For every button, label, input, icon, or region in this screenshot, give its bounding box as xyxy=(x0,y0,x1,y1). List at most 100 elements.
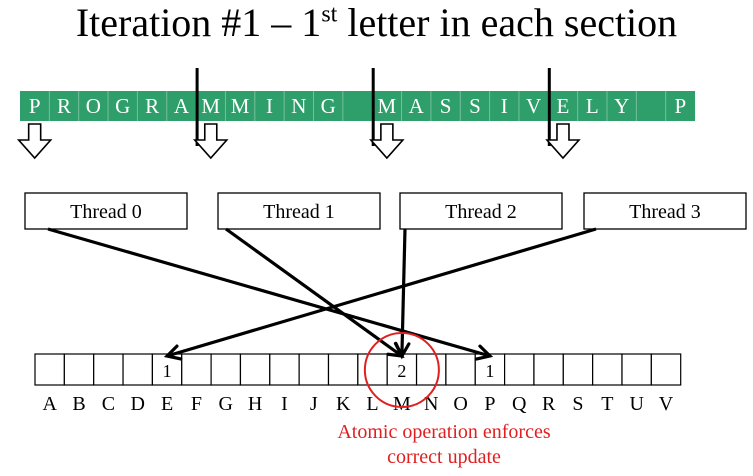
down-arrow xyxy=(545,123,581,160)
histogram-bin xyxy=(592,353,623,386)
bin-letter: T xyxy=(601,393,613,415)
histogram-bin xyxy=(210,353,242,386)
bin-count: 1 xyxy=(163,361,172,381)
thread-arrow-head xyxy=(163,344,183,361)
section-dividers xyxy=(195,68,551,146)
strip-letter: Y xyxy=(614,94,629,118)
bin-letter: N xyxy=(424,393,438,415)
bin-letter: M xyxy=(393,393,411,415)
annotation-line: Atomic operation enforces xyxy=(337,421,550,443)
histogram-bin xyxy=(181,353,212,386)
thread-arrow-shaft xyxy=(225,227,403,358)
bin-letter: V xyxy=(659,393,674,415)
histogram-bin xyxy=(122,353,154,386)
bin-letter: L xyxy=(366,393,378,415)
thread-arrow-shaft xyxy=(166,227,597,358)
strip-background xyxy=(20,91,696,121)
bin-letter: H xyxy=(248,393,262,415)
bin-letter: U xyxy=(629,393,644,415)
histogram-bin xyxy=(562,353,594,386)
strip-letter: I xyxy=(501,94,508,118)
strip-letter: M xyxy=(378,94,397,118)
strip-letter: L xyxy=(586,94,599,118)
down-arrow xyxy=(16,123,53,160)
bin-letter: G xyxy=(219,393,233,415)
bin-count: 1 xyxy=(485,361,494,381)
histogram-bin xyxy=(63,353,95,386)
bin-letter: E xyxy=(161,393,173,415)
down-arrows xyxy=(16,123,581,160)
thread-box xyxy=(399,192,563,230)
thread-to-bin-arrows xyxy=(47,227,597,361)
diagram-title: Iteration #1 – 1st letter in each sectio… xyxy=(0,3,753,43)
bin-letter: I xyxy=(281,393,288,415)
thread-label: Thread 0 xyxy=(70,201,142,223)
thread-label: Thread 2 xyxy=(445,201,517,223)
atomic-highlight-circle xyxy=(363,332,440,408)
title-prefix: Iteration #1 – 1 xyxy=(75,0,322,45)
title-suffix: letter in each section xyxy=(337,0,678,45)
histogram-bin xyxy=(504,353,535,386)
annotation-line: correct update xyxy=(387,446,501,468)
strip-letter: P xyxy=(29,94,41,118)
atomic-annotation: Atomic operation enforces correct update xyxy=(337,332,551,468)
histogram-bin xyxy=(298,353,330,386)
strip-letter: G xyxy=(321,94,336,118)
bin-letter: R xyxy=(542,393,556,415)
thread-box xyxy=(583,192,747,230)
strip-letter: S xyxy=(469,94,481,118)
histogram-bin xyxy=(327,353,359,386)
thread-label: Thread 1 xyxy=(263,201,335,223)
thread-arrow-head xyxy=(393,341,411,360)
bin-letter: S xyxy=(572,393,583,415)
strip-letter: G xyxy=(115,94,130,118)
thread-arrow-shaft xyxy=(47,227,491,358)
histogram-bin xyxy=(357,353,388,386)
title-superscript: st xyxy=(321,1,338,28)
bin-letter: D xyxy=(130,393,144,415)
strip-letter: S xyxy=(440,94,452,118)
histogram-bin xyxy=(93,353,124,386)
bin-letter: B xyxy=(72,393,85,415)
bin-letter: J xyxy=(310,393,318,415)
thread-box xyxy=(217,192,381,230)
strip-letter: R xyxy=(57,94,71,118)
strip-letter: M xyxy=(201,94,220,118)
thread-arrow-shaft xyxy=(400,228,407,357)
thread-boxes: Thread 0 Thread 1 Thread 2 Thread 3 xyxy=(24,192,747,230)
bin-letter: C xyxy=(102,393,115,415)
thread-box xyxy=(24,192,188,230)
thread-label: Thread 3 xyxy=(629,201,701,223)
bin-letter: F xyxy=(191,393,202,415)
bin-count: 2 xyxy=(397,361,406,381)
strip-letter: I xyxy=(266,94,273,118)
down-arrow xyxy=(192,123,229,160)
strip-letter: M xyxy=(231,94,250,118)
histogram-bin xyxy=(34,353,65,386)
down-arrow xyxy=(369,123,405,160)
histogram-bin xyxy=(269,353,300,386)
histogram-bin xyxy=(239,353,271,386)
histogram-bin xyxy=(650,353,682,386)
histogram-bin xyxy=(621,353,652,386)
histogram-bin xyxy=(415,353,447,386)
strip-letter: E xyxy=(557,94,570,118)
strip-letter: R xyxy=(145,94,159,118)
strip-letter: N xyxy=(291,94,306,118)
strip-letter: V xyxy=(526,94,541,118)
thread-arrow-head xyxy=(474,344,494,361)
strip-letter: P xyxy=(675,94,687,118)
bin-letter: O xyxy=(453,393,467,415)
strip-letter: O xyxy=(86,94,101,118)
bin-letter: K xyxy=(336,393,351,415)
bin-letter: Q xyxy=(512,393,527,415)
histogram-bin xyxy=(533,353,564,386)
histogram-bin xyxy=(445,353,476,386)
strip-letter: A xyxy=(409,94,425,118)
strip-letter: A xyxy=(174,94,190,118)
bin-letter: A xyxy=(42,393,57,415)
